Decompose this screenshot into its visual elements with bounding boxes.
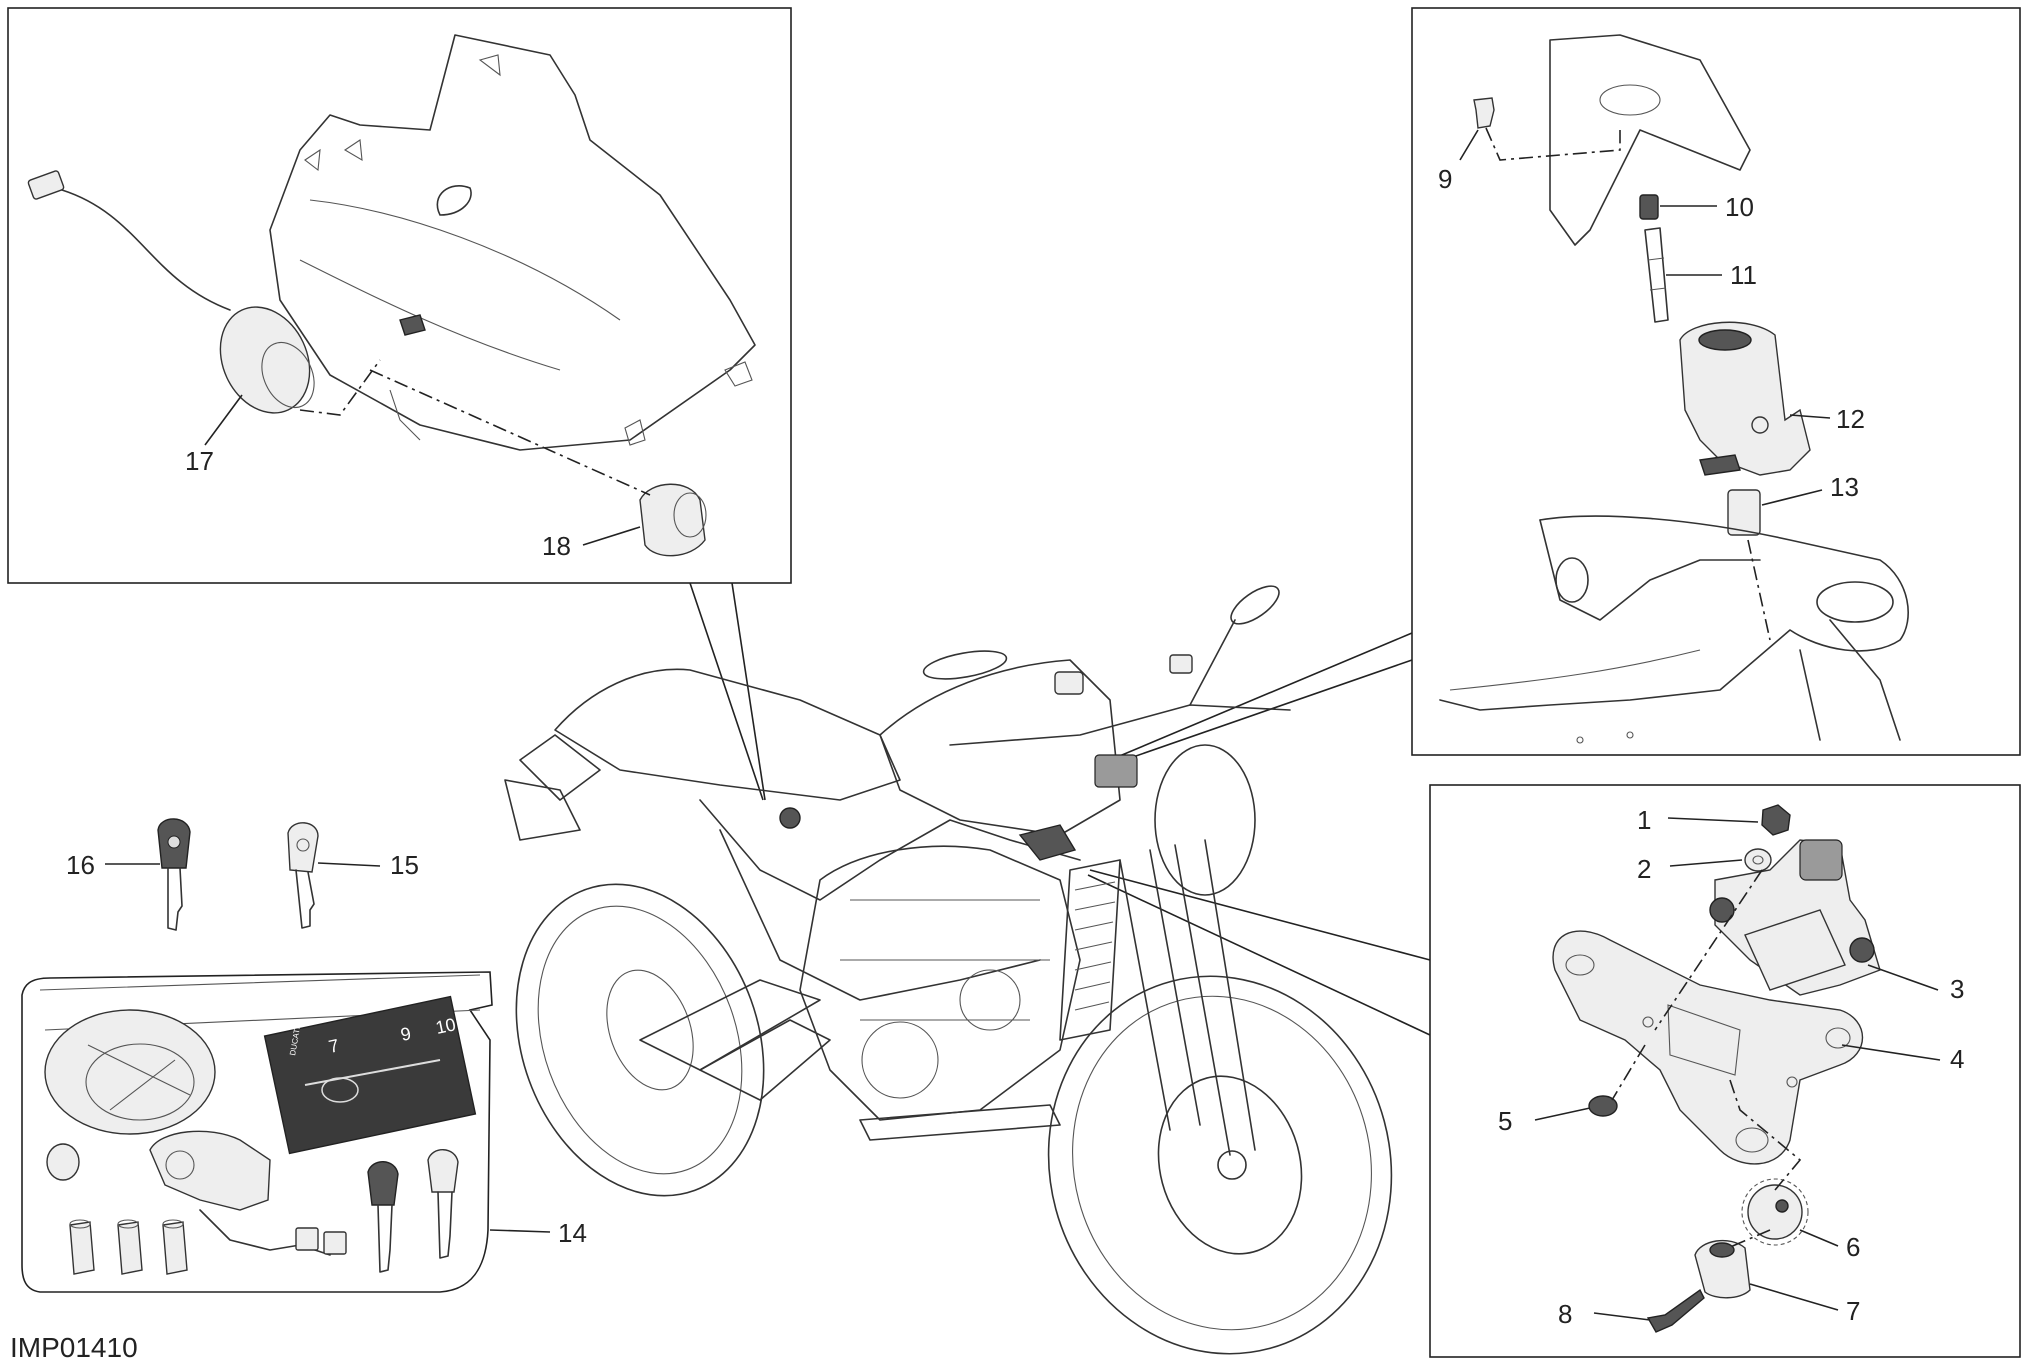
callout-15: 15: [390, 850, 419, 880]
callout-8: 8: [1558, 1299, 1572, 1329]
detail-box-ignition-switch: 9 10 11 12 13: [1411, 7, 2021, 756]
code-card: DUCATI Code card 7 9 10: [263, 986, 477, 1155]
callout-14: 14: [558, 1218, 587, 1248]
callout-16: 16: [66, 850, 95, 880]
code-card-digit-3: 10: [434, 1014, 458, 1038]
callout-12: 12: [1836, 404, 1865, 434]
callout-5: 5: [1498, 1106, 1512, 1136]
connector-lines: [689, 582, 1431, 1036]
diagram-code: IMP01410: [10, 1332, 138, 1363]
code-card-digit-2: 9: [399, 1023, 413, 1045]
callout-18: 18: [542, 531, 571, 561]
motorcycle-illustration: [504, 585, 1393, 1355]
keys-15-16: 16 15: [66, 818, 419, 931]
callout-10: 10: [1725, 192, 1754, 222]
callout-4: 4: [1950, 1044, 1964, 1074]
gear-part: [1741, 1178, 1809, 1246]
callout-1: 1: [1637, 805, 1651, 835]
callout-9: 9: [1438, 164, 1452, 194]
callout-7: 7: [1846, 1296, 1860, 1326]
callout-13: 13: [1830, 472, 1859, 502]
callout-3: 3: [1950, 974, 1964, 1004]
code-card-digit-1: 7: [327, 1035, 341, 1057]
callout-17: 17: [185, 446, 214, 476]
callout-2: 2: [1637, 854, 1651, 884]
kit-box-14: DUCATI Code card 7 9 10 14: [21, 971, 587, 1293]
detail-box-seat-cover: 17 18: [7, 7, 792, 584]
callout-6: 6: [1846, 1232, 1860, 1262]
callout-11: 11: [1730, 260, 1757, 290]
detail-box-sensor-bracket: 1 2 3 4 5 6 7 8: [1429, 784, 2021, 1358]
